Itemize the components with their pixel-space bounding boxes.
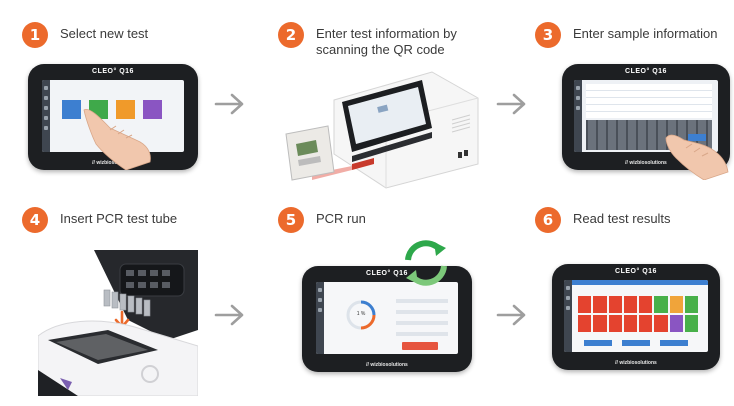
- device-brand: CLEO° Q16: [625, 68, 667, 75]
- sidebar: [574, 80, 582, 152]
- step-2-heading: 2 Enter test information by scanning the…: [278, 22, 457, 58]
- step-2-label-line2: scanning the QR code: [316, 42, 445, 57]
- step-3-label: Enter sample information: [573, 26, 718, 41]
- step-6-screen: [564, 280, 708, 352]
- arrow-right-icon: [496, 93, 526, 115]
- step-6-heading: 6 Read test results: [535, 207, 671, 233]
- device-brand: CLEO° Q16: [615, 268, 657, 275]
- step-1-label: Select new test: [60, 26, 149, 41]
- sidebar: [42, 80, 50, 152]
- step-2-badge: 2: [278, 22, 304, 48]
- step-6-badge: 6: [535, 207, 561, 233]
- refresh-cycle-icon: [405, 240, 447, 286]
- device-maker: // wizbiosolutions: [615, 360, 657, 366]
- device-maker: // wizbiosolutions: [92, 160, 134, 166]
- progress-ring: [346, 300, 376, 330]
- results-button-2: [622, 340, 650, 346]
- step-3-heading: 3 Enter sample information: [535, 22, 718, 48]
- arrow-right-icon: [214, 304, 244, 326]
- device-maker: // wizbiosolutions: [625, 160, 667, 166]
- step-5-badge: 5: [278, 207, 304, 233]
- results-grid: [578, 296, 698, 332]
- step-1-heading: 1 Select new test: [22, 22, 148, 48]
- results-button-3: [660, 340, 688, 346]
- step-3-tablet: CLEO° Q16 // wizbiosolutions: [562, 64, 730, 170]
- step-5-screen: 1 %: [316, 282, 458, 354]
- results-header-bar: [572, 280, 708, 285]
- run-info-panel: [396, 292, 448, 338]
- device-brand: CLEO° Q16: [92, 68, 134, 75]
- progress-percent: 1 %: [356, 311, 366, 317]
- arrow-right-icon: [496, 304, 526, 326]
- sidebar: [564, 280, 572, 352]
- step-2-label-line1: Enter test information by: [316, 26, 457, 41]
- step-3-screen: [574, 80, 718, 152]
- device-brand: CLEO° Q16: [366, 270, 408, 277]
- step-6-tablet: CLEO° Q16 // wizbiosolutions: [552, 264, 720, 370]
- sample-table: [586, 84, 712, 118]
- sidebar: [316, 282, 324, 354]
- tube-insertion-closeup: [38, 250, 198, 396]
- step-6-label: Read test results: [573, 211, 671, 226]
- step-5-tablet: CLEO° Q16 1 % // wizbiosolutions: [302, 266, 472, 372]
- step-5-heading: 5 PCR run: [278, 207, 366, 233]
- analyzer-device: [285, 71, 479, 189]
- results-button-1: [584, 340, 612, 346]
- hand-icon: [83, 108, 151, 170]
- tile-blue: [62, 100, 81, 119]
- tile-orange: [116, 100, 135, 119]
- step-4-label: Insert PCR test tube: [60, 211, 178, 226]
- tile-purple: [143, 100, 162, 119]
- hand-icon: [665, 134, 729, 180]
- device-maker: // wizbiosolutions: [366, 362, 408, 368]
- step-1-badge: 1: [22, 22, 48, 48]
- stop-button: [402, 342, 438, 350]
- step-4-badge: 4: [22, 207, 48, 233]
- step-4-heading: 4 Insert PCR test tube: [22, 207, 177, 233]
- step-2-label: Enter test information by scanning the Q…: [316, 22, 457, 58]
- step-5-label: PCR run: [316, 211, 366, 226]
- arrow-right-icon: [214, 93, 244, 115]
- enter-key: [688, 134, 706, 141]
- step-3-badge: 3: [535, 22, 561, 48]
